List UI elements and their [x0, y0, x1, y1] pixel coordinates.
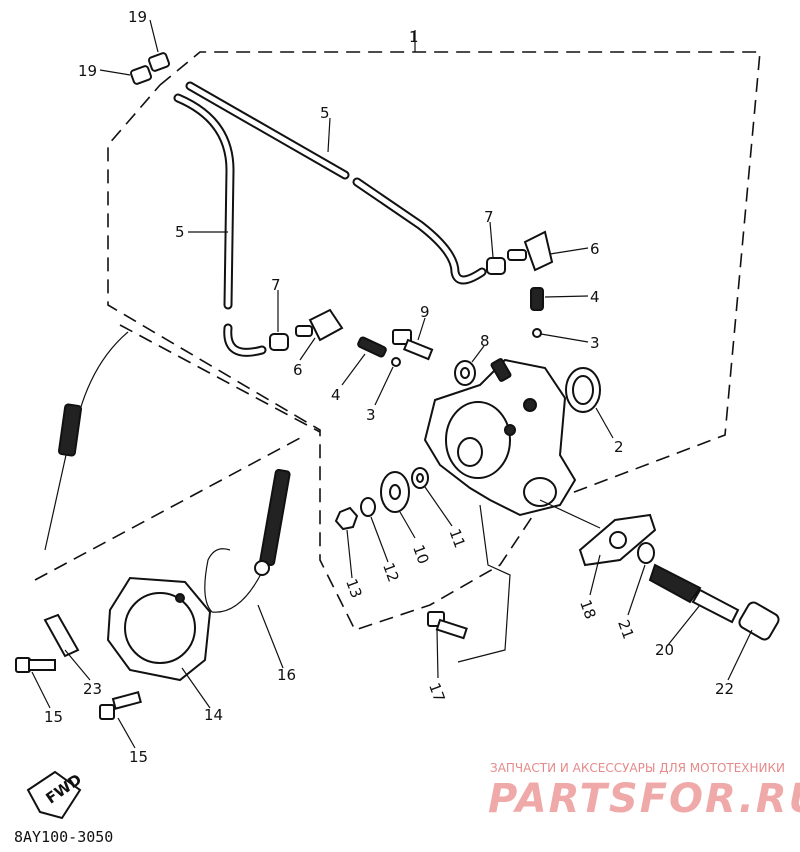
- gasket-18: [578, 513, 657, 567]
- callout-4-right: 4: [590, 288, 600, 306]
- bolt-9: [392, 329, 434, 361]
- ball-3-right: [532, 328, 542, 338]
- callouts: 1 2 3 3 4 4 5 5 6 6 7 7 8 9 10 11 12 13 …: [44, 8, 734, 766]
- watermark-brand: PARTSFOR.RU: [488, 776, 800, 822]
- washer-8: [454, 360, 476, 386]
- spring-4-right: [530, 287, 544, 311]
- callout-3-left: 3: [366, 406, 376, 424]
- callout-21: 21: [614, 617, 637, 641]
- washer-12: [360, 497, 376, 517]
- bolt-17: [427, 611, 468, 640]
- cover-14: [106, 576, 212, 682]
- cap-19-upper: [147, 52, 171, 72]
- callout-15-upper: 15: [44, 708, 63, 726]
- callout-16: 16: [277, 666, 296, 684]
- spring-4-left: [357, 336, 387, 358]
- callout-15-lower: 15: [129, 748, 148, 766]
- elbow-6-left: [295, 308, 344, 342]
- cable-left: [44, 331, 129, 551]
- ball-3-left: [391, 357, 401, 367]
- callout-20: 20: [655, 641, 674, 659]
- callout-7-left: 7: [271, 276, 281, 294]
- hose-5-left: [173, 93, 267, 357]
- cap-19-lower: [129, 65, 153, 85]
- callout-3-right: 3: [590, 334, 600, 352]
- washer-11: [411, 467, 429, 489]
- seal-2: [565, 367, 601, 413]
- callout-22: 22: [715, 680, 734, 698]
- washer-21: [637, 542, 655, 564]
- callout-14: 14: [204, 706, 223, 724]
- elbow-6-right: [507, 230, 554, 272]
- callout-9: 9: [420, 303, 430, 321]
- fwd-arrow-icon: FWD: [26, 770, 85, 820]
- pump-body: [423, 358, 577, 517]
- leader-lines: [31, 19, 753, 749]
- callout-13: 13: [342, 576, 365, 600]
- diagram-code: 8AY100-3050: [14, 828, 113, 846]
- watermark-tagline: ЗАПЧАСТИ И АКСЕССУАРЫ ДЛЯ МОТОТЕХНИКИ: [490, 761, 785, 775]
- callout-17: 17: [425, 680, 448, 704]
- hose-5-right: [185, 81, 487, 285]
- callout-11: 11: [445, 526, 468, 550]
- callout-5-left: 5: [175, 223, 185, 241]
- washer-10: [380, 471, 410, 513]
- bracket-23: [43, 613, 80, 658]
- callout-19-lower: 19: [78, 62, 97, 80]
- callout-12: 12: [379, 560, 402, 584]
- callout-6-left: 6: [293, 361, 303, 379]
- guide-lines: [34, 324, 321, 581]
- nut-13: [334, 506, 359, 531]
- callout-5-right: 5: [320, 104, 330, 122]
- cap-22: [738, 601, 780, 641]
- screw-15-lower: [99, 691, 142, 720]
- callout-8: 8: [480, 332, 490, 350]
- callout-2: 2: [614, 438, 624, 456]
- callout-19-upper: 19: [128, 8, 147, 26]
- callout-4-left: 4: [331, 386, 341, 404]
- screw-15-upper: [15, 657, 56, 673]
- callout-1: 1: [409, 28, 419, 46]
- sensor-cable-16: [204, 468, 291, 613]
- callout-18: 18: [576, 597, 599, 621]
- assembly-boundary: [107, 30, 761, 631]
- callout-23: 23: [83, 680, 102, 698]
- callout-6-right: 6: [590, 240, 600, 258]
- clamp-7-right: [486, 257, 506, 275]
- shaft-20: [648, 563, 740, 624]
- callout-7-right: 7: [484, 208, 494, 226]
- callout-10: 10: [409, 542, 432, 566]
- clamp-7-left: [269, 333, 289, 351]
- watermark: ЗАПЧАСТИ И АКСЕССУАРЫ ДЛЯ МОТОТЕХНИКИ PA…: [488, 761, 800, 822]
